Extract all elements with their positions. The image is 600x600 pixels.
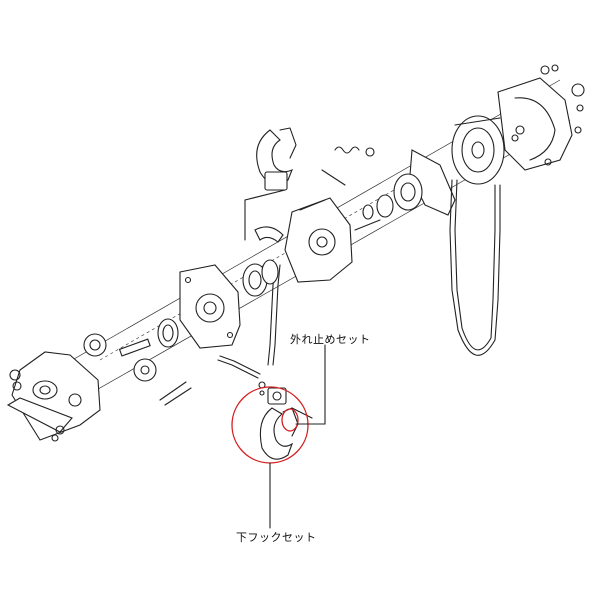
lower-hook-set [258,381,313,460]
hand-wheel [451,115,505,185]
gear-cluster-left [83,318,192,406]
hand-chain [449,179,501,356]
latch-highlight-circle [281,408,299,432]
highlight-callouts [231,344,326,529]
lower-hook-set-label: 下フックセット [236,531,317,544]
left-end-cover [6,351,101,441]
load-sheave [242,259,279,297]
left-washers [9,369,65,442]
upper-hook [244,127,297,241]
gear-case-plate [179,264,241,349]
latch-set-label: 外れ止めセット [290,333,371,346]
pawl-spring-parts [299,146,375,211]
frame-plate-center [254,197,353,283]
brake-assembly [354,149,456,231]
right-end-cover [497,64,585,171]
